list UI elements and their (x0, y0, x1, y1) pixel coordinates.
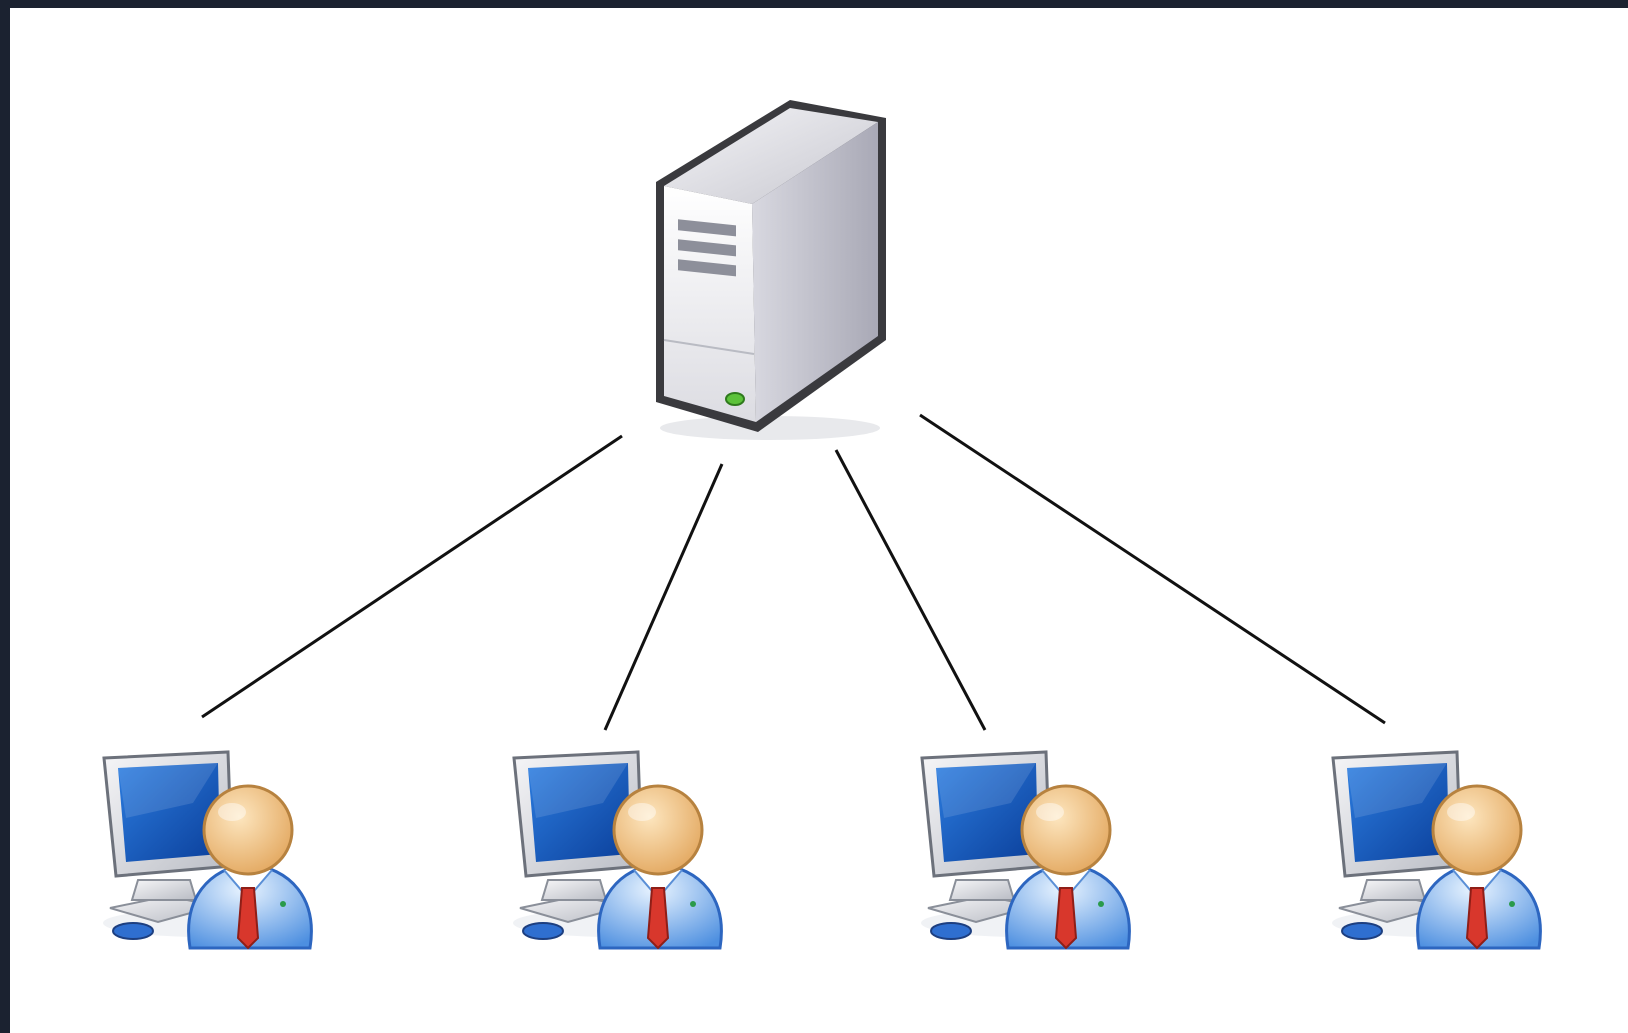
workstation-user-icon (1330, 750, 1542, 950)
server-tower-icon (656, 100, 886, 440)
connector-line (919, 413, 1386, 725)
power-led-icon (725, 392, 745, 406)
workstation-user-icon (511, 750, 723, 950)
connector-line (603, 463, 724, 731)
frame-edge-top (0, 0, 1628, 8)
connector-line (201, 434, 623, 719)
frame-edge-left (0, 0, 10, 1033)
connector-line (834, 449, 987, 731)
workstation-user-icon (101, 750, 313, 950)
workstation-user-icon (919, 750, 1131, 950)
